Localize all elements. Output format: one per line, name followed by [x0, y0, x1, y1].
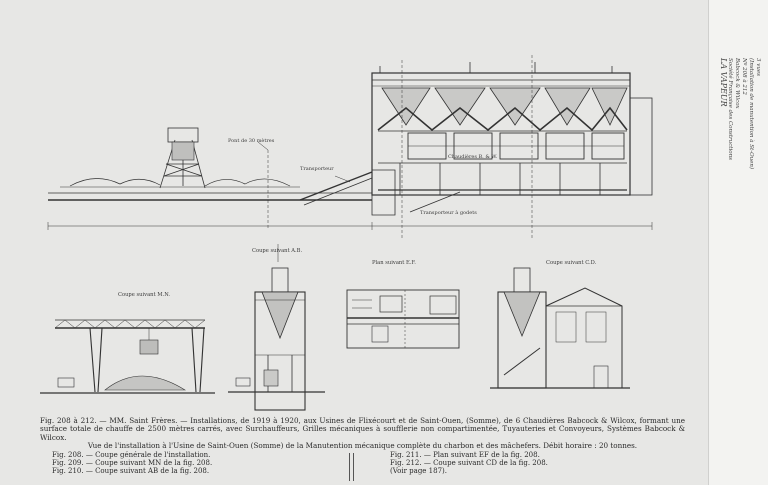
section-mn-drawing: [40, 319, 215, 394]
main-section-drawing: [47, 55, 653, 240]
figure-entry: (Voir page 187).: [390, 467, 447, 476]
note-line: LA VAPEUR: [719, 57, 728, 107]
figure-entry: Fig. 208. — Coupe générale de l'installa…: [52, 451, 211, 459]
figure-entry: Fig. 209. — Coupe suivant MN de la fig. …: [52, 459, 213, 468]
figure-caption: Fig. 208 à 212. — MM. Saint Frères. — In…: [40, 416, 685, 451]
note-line: Babcock & Wilcox: [734, 57, 740, 110]
note-line: 3 vues: [755, 58, 761, 76]
label-bucket-conveyor: Transporteur à godets: [420, 209, 477, 216]
figure-list-right: Fig. 211. — Plan suivant EF de la fig. 2…: [390, 451, 650, 476]
margin-strip: LA VAPEUR Société Française des Construc…: [708, 0, 768, 485]
label-bridge: Pont de 30 mètres: [228, 137, 275, 144]
note-line: (Installation de manutention à St-Ouen): [748, 58, 755, 169]
label-conveyor: Transporteur: [300, 166, 334, 172]
figure-list-left: Fig. 208. — Coupe générale de l'installa…: [52, 451, 312, 476]
engraving-plate: [0, 0, 708, 485]
figure-entry: Fig. 211. — Plan suivant EF de la fig. 2…: [390, 451, 540, 459]
title-plan-ef: Plan suivant E.F.: [372, 260, 416, 266]
note-line: Société Française des Constructions: [727, 58, 734, 160]
boiler-house: [371, 62, 653, 196]
gantry-tower: [159, 127, 206, 189]
figure-entry: Fig. 212. — Coupe suivant CD de la fig. …: [390, 459, 548, 468]
note-line: Nº 208 à 212: [741, 57, 748, 95]
technical-drawings: Pont de 30 mètres Transporteur Transport…: [40, 55, 653, 411]
column-divider: [349, 453, 354, 481]
title-section-cd: Coupe suivant C.D.: [546, 260, 597, 266]
title-section-mn: Coupe suivant M.N.: [118, 292, 170, 298]
section-ab-drawing: [228, 244, 325, 411]
caption-sub: Vue de l'installation à l'Usine de Saint…: [87, 441, 638, 451]
section-cd-drawing: [490, 267, 630, 389]
caption-main: Fig. 208 à 212. — MM. Saint Frères. — In…: [40, 416, 685, 442]
title-section-ab: Coupe suivant A.B.: [252, 248, 302, 254]
label-boilers: Chaudières B. & W.: [448, 153, 498, 160]
plan-ef-drawing: [346, 289, 460, 349]
handwritten-note: LA VAPEUR Société Française des Construc…: [719, 57, 761, 169]
figure-entry: Fig. 210. — Coupe suivant AB de la fig. …: [52, 467, 210, 476]
